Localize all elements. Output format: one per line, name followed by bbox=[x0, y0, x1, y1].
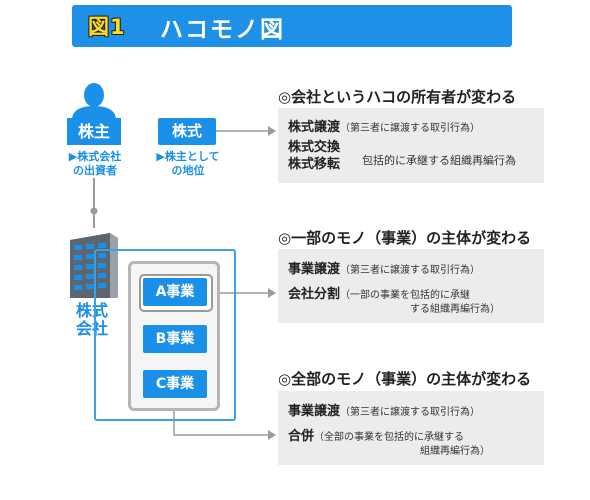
section1-item1-note: （第三者に譲渡する取引行為） bbox=[340, 123, 481, 134]
shareholder-caption-line2: の出資者 bbox=[73, 164, 117, 177]
section2-item2-note2: する組織再編行為） bbox=[410, 304, 500, 315]
section2-panel bbox=[278, 249, 544, 323]
section3-item2-main: 合併 bbox=[288, 429, 315, 444]
section3-item2-note2: 組織再編行為） bbox=[420, 446, 490, 457]
section2-item1-note: （第三者に譲渡する取引行為） bbox=[340, 265, 481, 276]
stock-caption-line2: の地位 bbox=[171, 164, 205, 177]
section1-item1: 株式譲渡（第三者に譲渡する取引行為） bbox=[288, 116, 480, 135]
section3-item1-note: （第三者に譲渡する取引行為） bbox=[340, 407, 481, 418]
business-b-box: B事業 bbox=[143, 325, 207, 353]
section2-item2-main: 会社分割 bbox=[288, 287, 341, 302]
section3-panel bbox=[278, 391, 544, 465]
section3-item1-main: 事業譲渡 bbox=[288, 404, 341, 419]
section1-item2-line2: 株式移転 bbox=[288, 157, 341, 172]
shareholder-label: 株主 bbox=[67, 118, 121, 145]
section2-item2: 会社分割（一部の事業を包括的に承継 bbox=[288, 283, 470, 302]
figure-title: ハコモノ図 bbox=[160, 17, 285, 43]
company-outer-frame bbox=[94, 249, 236, 421]
stock-box: 株式 bbox=[158, 118, 216, 145]
section1-item2-note: 包括的に承継する組織再編行為 bbox=[362, 154, 516, 167]
figure-number: 図1 bbox=[88, 15, 126, 39]
section3-item2: 合併（全部の事業を包括的に承継する bbox=[288, 425, 464, 444]
section1-item1-main: 株式譲渡 bbox=[288, 120, 341, 135]
header-bar bbox=[72, 5, 512, 47]
section3-title: ◎全部のモノ（事業）の主体が変わる bbox=[278, 370, 532, 388]
section3-item1: 事業譲渡（第三者に譲渡する取引行為） bbox=[288, 400, 480, 419]
stock-caption-line1: ▶株主として bbox=[156, 150, 220, 163]
shareholder-caption: ▶株式会社 の出資者 bbox=[55, 150, 135, 178]
section1-title: ◎会社というハコの所有者が変わる bbox=[278, 88, 517, 106]
stock-caption: ▶株主として の地位 bbox=[150, 150, 226, 178]
company-label-line2: 会社 bbox=[75, 319, 108, 338]
section2-item2-note1: （一部の事業を包括的に承継 bbox=[340, 290, 471, 301]
section2-item1: 事業譲渡（第三者に譲渡する取引行為） bbox=[288, 258, 480, 277]
section1-item2-line1: 株式交換 bbox=[288, 140, 341, 155]
section1-item2-main: 株式交換 株式移転 bbox=[288, 139, 340, 173]
person-icon bbox=[72, 83, 116, 118]
section2-title: ◎一部のモノ（事業）の主体が変わる bbox=[278, 229, 532, 247]
connector-dot bbox=[90, 207, 98, 215]
company-label: 株式 会社 bbox=[62, 302, 122, 338]
company-label-line1: 株式 bbox=[75, 301, 108, 320]
section2-item1-main: 事業譲渡 bbox=[288, 262, 341, 277]
section3-item2-note1: （全部の事業を包括的に承継する bbox=[314, 432, 465, 443]
shareholder-caption-line1: ▶株式会社 bbox=[68, 150, 122, 163]
business-c-box: C事業 bbox=[143, 370, 207, 398]
section1-panel bbox=[278, 108, 544, 183]
business-a-box: A事業 bbox=[143, 278, 207, 306]
